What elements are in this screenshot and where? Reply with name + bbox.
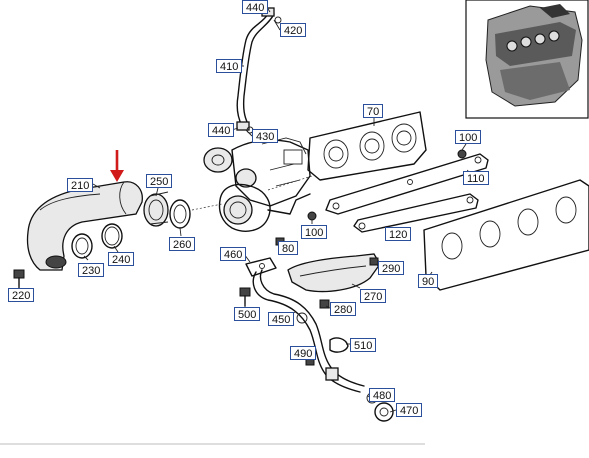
callout-440-mid[interactable]: 440 [208,123,235,137]
callout-430[interactable]: 430 [252,129,279,143]
intake-pipe [26,181,143,271]
callout-480[interactable]: 480 [369,388,396,402]
callout-510[interactable]: 510 [350,338,377,352]
screw-290 [369,257,379,266]
bolt-500 [239,287,251,307]
callout-440-top[interactable]: 440 [242,0,269,14]
callout-290[interactable]: 290 [378,261,405,275]
callout-220[interactable]: 220 [8,288,35,302]
oil-return-pipe [252,269,394,422]
screw-280 [319,299,330,309]
callout-280[interactable]: 280 [330,302,357,316]
callout-250[interactable]: 250 [146,174,173,188]
red-down-arrow-icon [110,150,124,182]
hose-clamps-left [71,223,123,259]
callout-80[interactable]: 80 [278,241,299,255]
callout-490[interactable]: 490 [290,346,317,360]
callout-120[interactable]: 120 [385,227,412,241]
callout-450[interactable]: 450 [268,312,295,326]
callout-500[interactable]: 500 [234,307,261,321]
manifold-gasket [307,111,427,181]
nut-100b [307,211,317,221]
callout-240[interactable]: 240 [108,252,135,266]
callout-110[interactable]: 110 [463,171,489,185]
nut-100a [457,149,467,159]
callout-210[interactable]: 210 [67,178,94,192]
bracket-460 [245,257,277,277]
callout-100-right[interactable]: 100 [455,130,482,144]
callout-270[interactable]: 270 [360,289,387,303]
turbocharger [203,137,313,232]
callout-460[interactable]: 460 [220,247,247,261]
callout-420[interactable]: 420 [280,23,307,37]
coupling-and-seal [143,191,223,229]
callout-230[interactable]: 230 [78,263,105,277]
callout-90[interactable]: 90 [418,274,439,288]
screw-220 [13,269,25,289]
heat-shield-strips [325,153,489,233]
clamp-510 [329,337,349,353]
right-manifold-gasket [423,179,589,291]
callout-260[interactable]: 260 [169,237,196,251]
callout-470[interactable]: 470 [396,403,423,417]
heat-shield-270 [287,253,381,293]
engine-thumbnail-icon [465,0,589,119]
callout-70[interactable]: 70 [363,104,384,118]
callout-100-center[interactable]: 100 [301,225,328,239]
callout-410[interactable]: 410 [216,59,243,73]
oil-feed-line [236,7,282,134]
